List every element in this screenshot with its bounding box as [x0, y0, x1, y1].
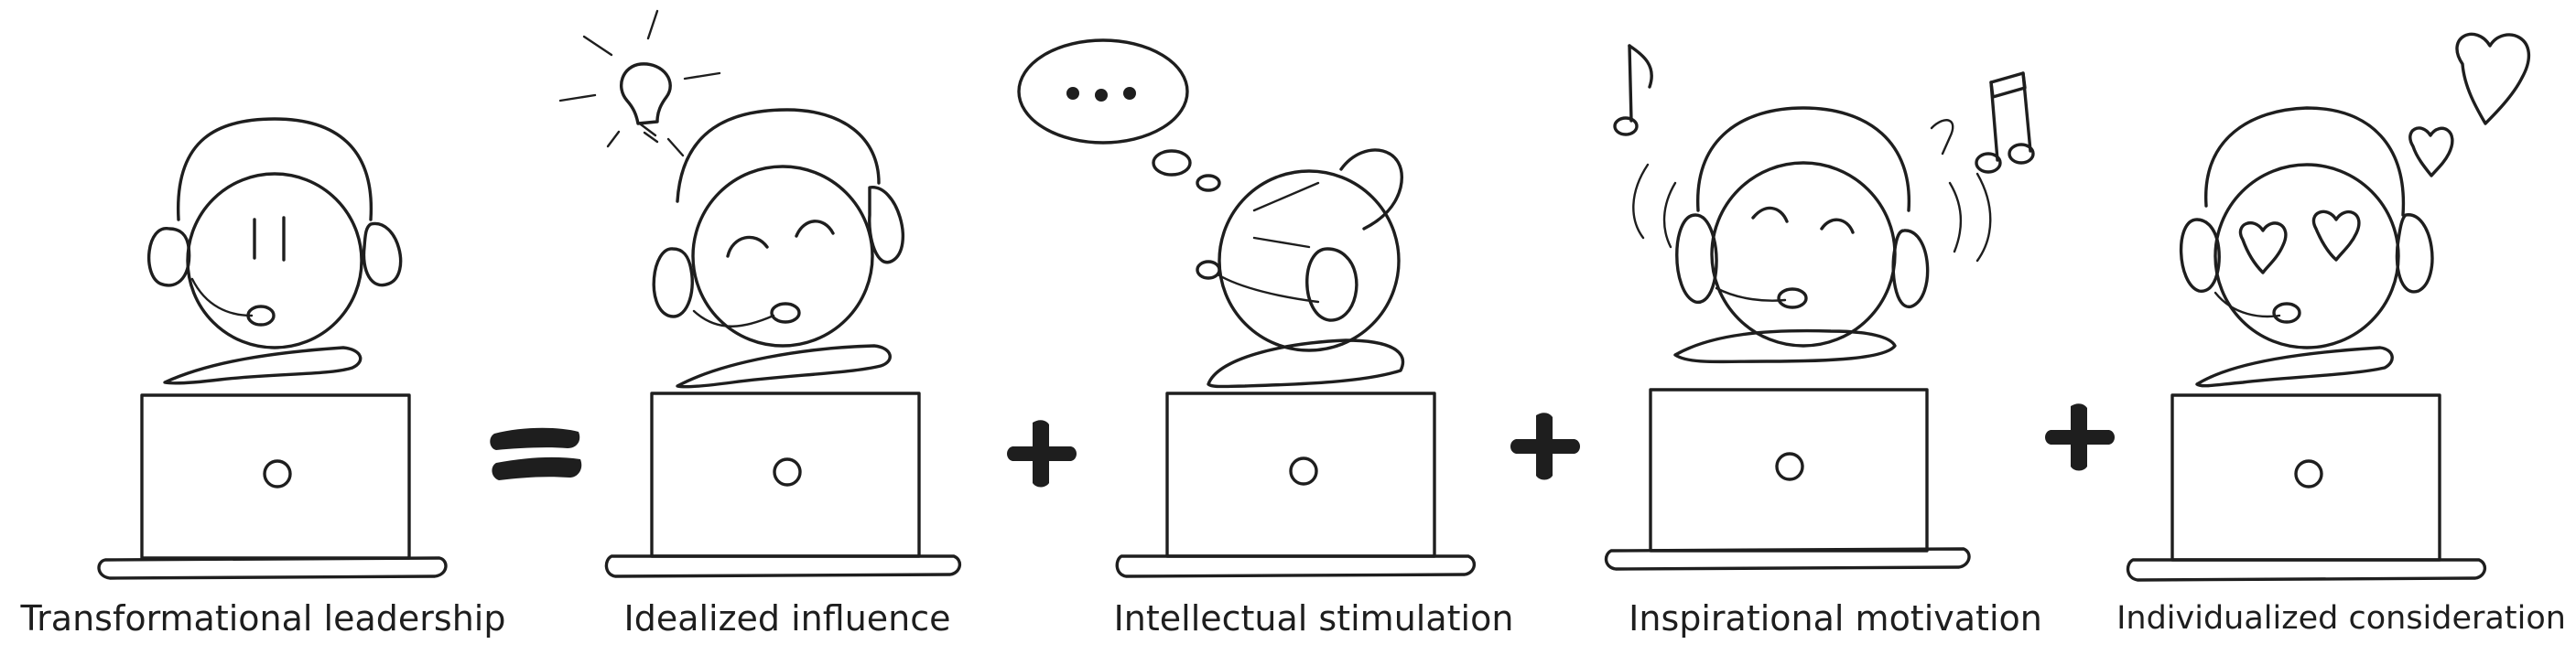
laptop-icon	[604, 392, 961, 578]
head	[691, 165, 874, 348]
motion-lines	[1632, 163, 1992, 263]
equals-sign	[490, 427, 582, 480]
shoulders	[676, 344, 892, 389]
headphones-icon	[147, 117, 403, 287]
label-individualized-consideration: Individualized consideration	[2116, 600, 2566, 637]
thought-bubble-icon	[1017, 38, 1221, 192]
shoulders	[1207, 338, 1405, 389]
laptop-icon	[2126, 393, 2486, 582]
figure-inspirational	[1604, 44, 2035, 571]
head	[186, 172, 363, 349]
head	[1218, 169, 1401, 352]
microphone-icon	[1196, 260, 1320, 304]
figure-intellectual	[1017, 38, 1476, 578]
label-idealized-influence: Idealized influence	[623, 598, 951, 639]
figure-idealized	[558, 9, 961, 578]
music-notes-icon	[1613, 44, 2035, 174]
label-intellectual-stimulation: Intellectual stimulation	[1113, 598, 1514, 639]
shoulders	[163, 346, 363, 385]
happy-closed-eyes	[1751, 206, 1855, 234]
head	[2213, 163, 2400, 349]
headphones-icon	[1305, 148, 1403, 322]
microphone-icon	[692, 302, 801, 328]
neutral-eyes	[253, 216, 286, 262]
hearts-icon	[2408, 32, 2530, 177]
plus-sign	[1007, 420, 1077, 488]
heart-eyes	[2238, 209, 2361, 274]
microphone-icon	[1715, 286, 1808, 309]
microphone-icon	[190, 277, 276, 327]
figure-individualized	[2126, 32, 2530, 582]
laptop-icon	[1115, 392, 1476, 578]
shoulders	[1673, 328, 1897, 364]
plus-sign	[2045, 403, 2115, 471]
smiling-eyes	[726, 220, 835, 258]
shoulders	[2195, 346, 2394, 388]
headphones-icon	[652, 108, 904, 318]
plus-sign	[1510, 413, 1580, 480]
microphone-icon	[2213, 291, 2301, 324]
laptop-icon	[97, 393, 448, 580]
lightbulb-icon	[558, 9, 721, 157]
headphones-icon	[2179, 106, 2434, 294]
head	[1710, 161, 1897, 348]
laptop-icon	[1604, 388, 1971, 571]
figure-transformational	[97, 117, 448, 580]
label-transformational-leadership: Transformational leadership	[20, 598, 506, 639]
headphones-icon	[1675, 106, 1930, 308]
label-inspirational-motivation: Inspirational motivation	[1629, 598, 2042, 639]
hair-lines	[1252, 181, 1320, 249]
